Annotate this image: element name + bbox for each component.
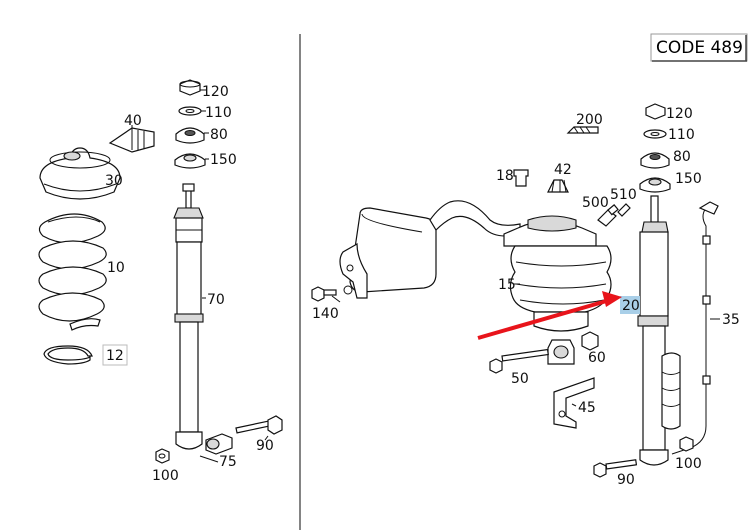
cap-18 xyxy=(513,169,529,187)
air-spring-lower-eye xyxy=(547,339,575,365)
callout-15: 15 xyxy=(498,277,516,293)
callout-100-left: 100 xyxy=(152,468,179,484)
callout-510: 510 xyxy=(610,187,637,203)
bushing-150-left xyxy=(174,153,206,169)
callout-70: 70 xyxy=(207,292,225,308)
callout-18: 18 xyxy=(496,168,514,184)
callout-120-right: 120 xyxy=(666,106,693,122)
washer-110-left xyxy=(178,106,202,116)
callout-50: 50 xyxy=(511,371,529,387)
callout-90-left: 90 xyxy=(256,438,274,454)
coil-spring-10 xyxy=(38,213,107,331)
callout-90-right: 90 xyxy=(617,472,635,488)
callout-110-right: 110 xyxy=(668,127,695,143)
callout-45: 45 xyxy=(578,400,596,416)
bump-stop-40 xyxy=(108,125,155,153)
fitting-510 xyxy=(617,203,631,217)
clip-12 xyxy=(43,345,93,365)
callout-80-left: 80 xyxy=(210,127,228,143)
callout-20: 20 xyxy=(622,298,640,314)
part-200 xyxy=(566,126,599,134)
callout-120-left: 120 xyxy=(202,84,229,100)
bushing-80-right xyxy=(640,152,670,169)
air-reservoir xyxy=(339,200,521,299)
nut-100-right xyxy=(679,436,694,452)
callout-40: 40 xyxy=(124,113,142,129)
callout-30: 30 xyxy=(105,173,123,189)
callout-110-left: 110 xyxy=(205,105,232,121)
bushing-80-left xyxy=(175,127,205,144)
air-spring-15 xyxy=(503,215,612,332)
callout-500: 500 xyxy=(582,195,609,211)
sensor-cable-35 xyxy=(671,201,719,455)
callout-150-right: 150 xyxy=(675,171,702,187)
nut-100-left xyxy=(155,448,170,464)
callout-10: 10 xyxy=(107,260,125,276)
callout-80-right: 80 xyxy=(673,149,691,165)
highlight-20 xyxy=(620,296,640,314)
shock-absorber-20 xyxy=(637,195,669,466)
callout-12: 12 xyxy=(106,348,124,364)
shock-absorber-70 xyxy=(173,183,204,450)
bracket-45 xyxy=(553,377,595,429)
callout-42: 42 xyxy=(554,162,572,178)
callout-35: 35 xyxy=(722,312,740,328)
bolt-50 xyxy=(489,348,549,374)
bushing-150-right xyxy=(639,177,671,193)
washer-110-right xyxy=(643,129,667,139)
callout-200: 200 xyxy=(576,112,603,128)
callout-140: 140 xyxy=(312,306,339,322)
bolt-140 xyxy=(311,286,337,302)
bushing-75 xyxy=(205,433,233,455)
valve-42 xyxy=(547,179,569,193)
code-box: CODE 489 xyxy=(650,33,748,62)
code-label: CODE 489 xyxy=(656,38,743,58)
spring-seat-30 xyxy=(39,147,121,200)
bolt-90-right xyxy=(593,459,638,478)
bushing-60 xyxy=(581,331,599,351)
red-arrow-icon xyxy=(477,291,622,340)
lower-mount-right xyxy=(661,352,681,430)
bolt-90-left xyxy=(235,415,283,435)
callout-60: 60 xyxy=(588,350,606,366)
nut-120-left xyxy=(179,79,201,96)
callout-150-left: 150 xyxy=(210,152,237,168)
nut-120-right xyxy=(645,103,666,120)
callout-100-right: 100 xyxy=(675,456,702,472)
callout-75: 75 xyxy=(219,454,237,470)
valve-500 xyxy=(597,204,619,227)
